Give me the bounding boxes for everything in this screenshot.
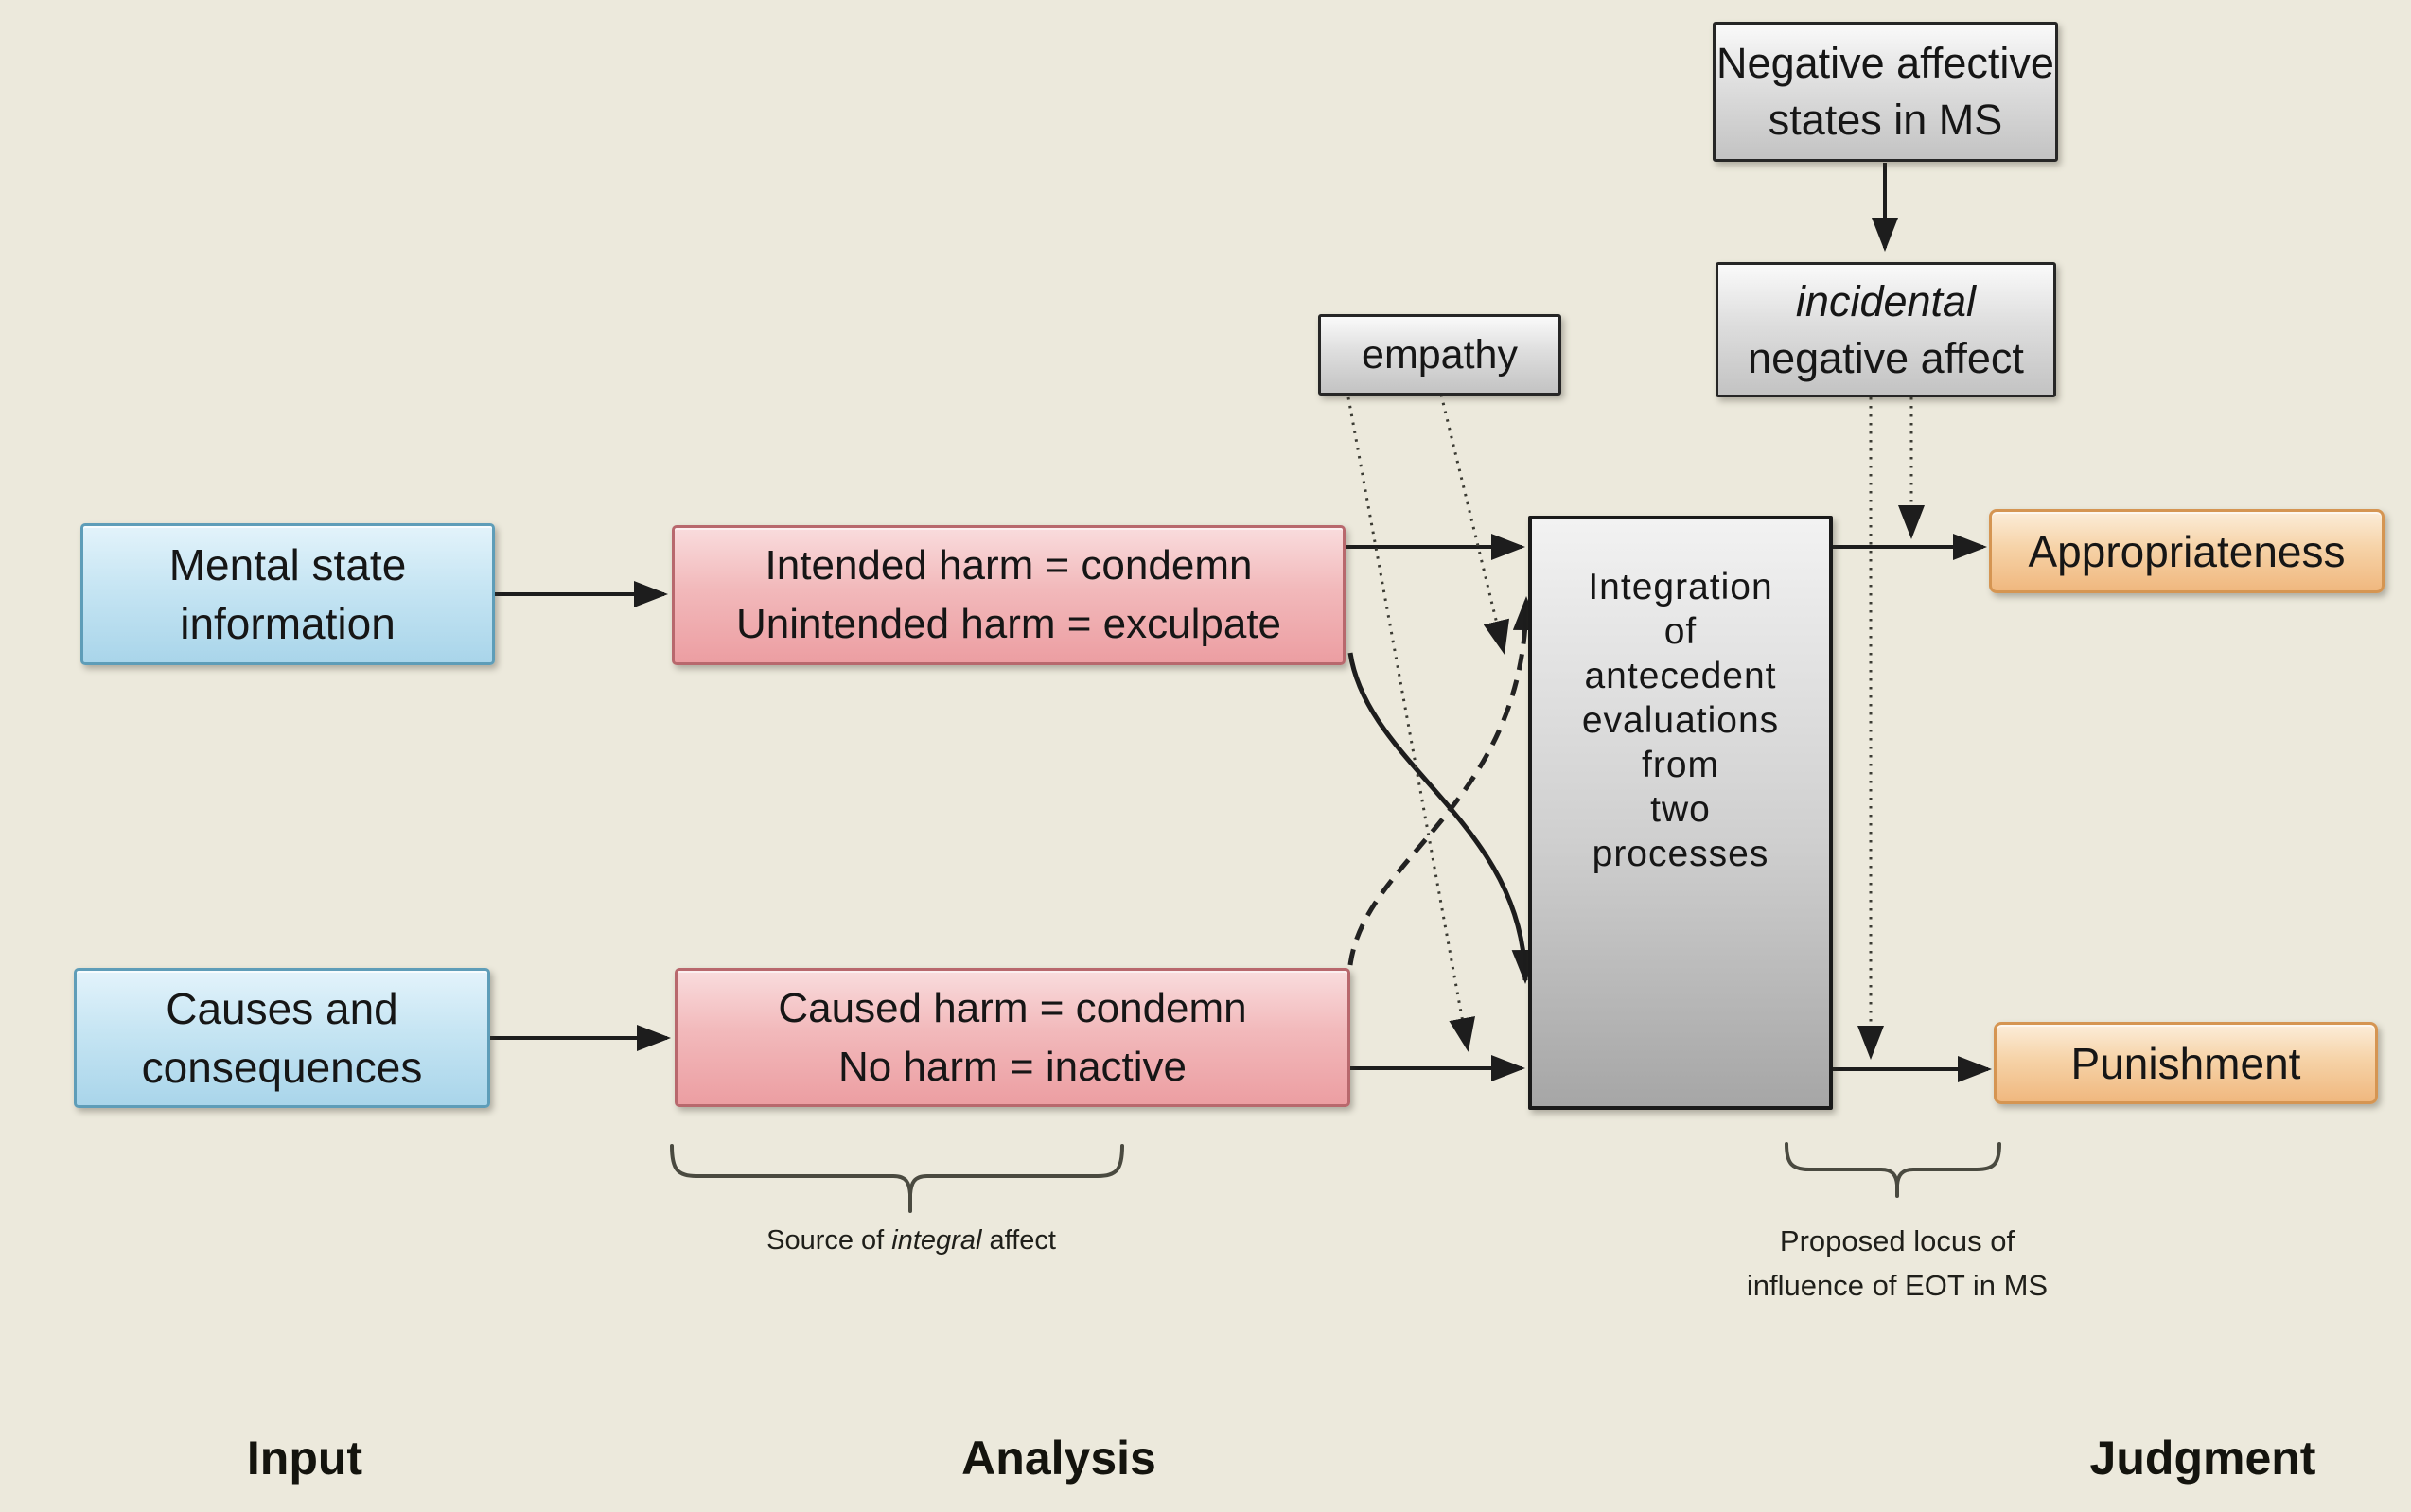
section-label-judgment: Judgment — [2089, 1432, 2316, 1485]
box-causes-and-consequences: Causes and consequences — [74, 968, 490, 1108]
box-incidental-negative-affect-line2: negative affect — [1748, 333, 2024, 382]
box-mental-state-line1: Mental state — [168, 540, 407, 589]
box-punishment-label: Punishment — [2070, 1038, 2301, 1088]
dotted-empathy-to-causal-pathway — [1346, 396, 1476, 1052]
brace-proposed-locus-right — [1895, 1142, 2001, 1187]
box-intention-analysis: Intended harm = condemn Unintended harm … — [672, 525, 1346, 665]
box-causes-line1: Causes and — [166, 984, 398, 1033]
box-integration-line2: of — [1663, 611, 1698, 652]
box-negative-affective-states: Negative affective states in MS — [1713, 22, 2058, 162]
annotation-source-of-integral-affect: Source of integral affect — [675, 1219, 1148, 1262]
source-integral-word: integral — [891, 1225, 982, 1256]
source-integral-suffix: affect — [981, 1225, 1056, 1256]
box-intention-line1: Intended harm = condemn — [765, 542, 1253, 589]
dotted-empathy-to-intention-pathway — [1439, 394, 1510, 655]
box-causal-line1: Caused harm = condemn — [778, 984, 1247, 1031]
curve-solid-intention-to-integration-bottom — [1347, 652, 1539, 984]
box-causal-analysis: Caused harm = condemn No harm = inactive — [675, 968, 1350, 1107]
curve-dashed-causal-to-integration-top — [1347, 596, 1540, 966]
box-incidental-negative-affect: incidental negative affect — [1716, 262, 2056, 397]
box-appropriateness: Appropriateness — [1989, 509, 2385, 593]
annotation-proposed-locus: Proposed locus of influence of EOT in MS — [1661, 1219, 2134, 1308]
section-label-input: Input — [246, 1432, 363, 1485]
box-appropriateness-label: Appropriateness — [2028, 526, 2346, 576]
box-causal-line2: No harm = inactive — [837, 1043, 1188, 1090]
proposed-locus-line1: Proposed locus of — [1779, 1224, 2015, 1257]
box-mental-state-line2: information — [180, 599, 396, 648]
box-mental-state-information: Mental state information — [80, 523, 495, 665]
box-incidental-negative-affect-line1: incidental — [1795, 276, 1977, 325]
box-integration-line6: two — [1650, 789, 1711, 830]
box-negative-affective-states-line1: Negative affective — [1716, 39, 2054, 87]
box-empathy: empathy — [1318, 314, 1561, 396]
box-integration-line5: from — [1642, 745, 1719, 785]
box-integration: Integration of antecedent evaluations fr… — [1528, 516, 1833, 1110]
box-integration-line1: Integration — [1588, 567, 1773, 607]
section-label-analysis: Analysis — [961, 1432, 1156, 1485]
brace-source-integral-left — [670, 1144, 912, 1213]
box-empathy-label: empathy — [1362, 332, 1518, 378]
box-intention-line2: Unintended harm = exculpate — [735, 601, 1282, 647]
box-punishment: Punishment — [1994, 1022, 2378, 1104]
box-integration-line7: processes — [1592, 834, 1769, 874]
box-integration-line4: evaluations — [1581, 700, 1780, 741]
brace-source-integral-right — [908, 1144, 1124, 1196]
proposed-locus-line2: influence of EOT in MS — [1746, 1269, 2049, 1302]
box-integration-line3: antecedent — [1584, 656, 1777, 696]
brace-proposed-locus-left — [1785, 1142, 1899, 1198]
box-negative-affective-states-line2: states in MS — [1768, 96, 2003, 144]
source-integral-prefix: Source of — [766, 1225, 892, 1256]
box-causes-line2: consequences — [141, 1043, 423, 1092]
